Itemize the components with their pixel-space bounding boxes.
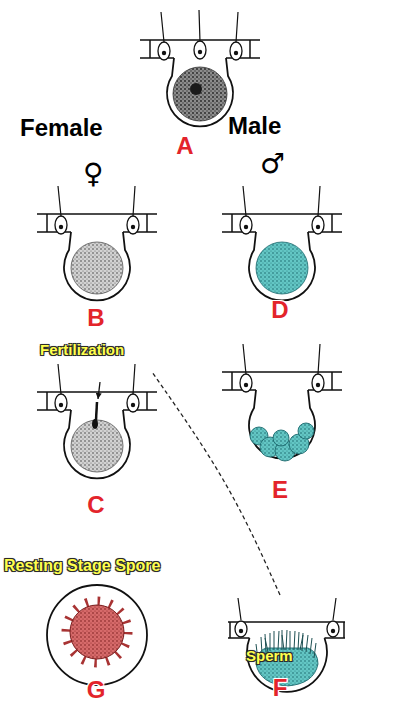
- spore-spikes: [66, 601, 128, 663]
- oogonium-cell: [37, 186, 157, 300]
- filament-a: [140, 10, 260, 126]
- protoplast: [173, 67, 227, 121]
- stage-letter: A: [176, 134, 193, 158]
- fertilization-tube: [96, 402, 97, 420]
- hair-cell: [327, 621, 339, 637]
- stage-panel: G: [40, 580, 152, 702]
- stage-panel: B: [40, 185, 152, 330]
- spore-g: [47, 585, 147, 685]
- antheridium-cell: [222, 186, 342, 300]
- leader-arrow: [98, 382, 100, 399]
- stage-panel: E: [224, 340, 336, 502]
- filament-c: [37, 364, 157, 478]
- stage-letter: D: [271, 298, 288, 322]
- stage-panel: C: [40, 360, 152, 517]
- stage-letter: C: [87, 493, 104, 517]
- oogonium-cell: [37, 364, 157, 478]
- filament-b: [37, 186, 157, 300]
- stage-letter: F: [273, 676, 288, 700]
- group-heading: Male: [228, 112, 281, 140]
- sperm-nucleus: [92, 419, 98, 429]
- stage-letter: B: [87, 306, 104, 330]
- egg: [71, 420, 123, 472]
- hair-cell: [235, 621, 247, 637]
- stage-panel: D: [224, 185, 336, 322]
- hair-cell-nucleus: [331, 629, 335, 633]
- stage-letter: G: [87, 678, 106, 702]
- hair: [199, 10, 200, 42]
- hair-cell: [194, 41, 206, 59]
- antheridium-mass: [256, 242, 308, 294]
- filament-e: [222, 344, 342, 461]
- antheridium-cell: [222, 344, 342, 458]
- egg: [71, 242, 123, 294]
- fertilization-path: [152, 372, 280, 595]
- stage-letter: E: [272, 478, 288, 502]
- resting-spore: [70, 605, 124, 659]
- filament-d: [222, 186, 342, 300]
- nucleus: [190, 83, 202, 95]
- hair: [238, 598, 336, 620]
- stage-note: Fertilization: [40, 340, 124, 359]
- dividing-mass: [250, 423, 314, 461]
- stage-note: Resting Stage Spore: [4, 556, 160, 576]
- hair-cell-nucleus: [198, 50, 202, 54]
- part-label: Sperm: [246, 646, 293, 665]
- group-heading: Female: [20, 114, 103, 142]
- hair-cell-nucleus: [239, 629, 243, 633]
- sex-symbol: ♀: [83, 158, 104, 190]
- oogonium-wall: [47, 585, 147, 685]
- sex-symbol: ♂: [260, 148, 285, 180]
